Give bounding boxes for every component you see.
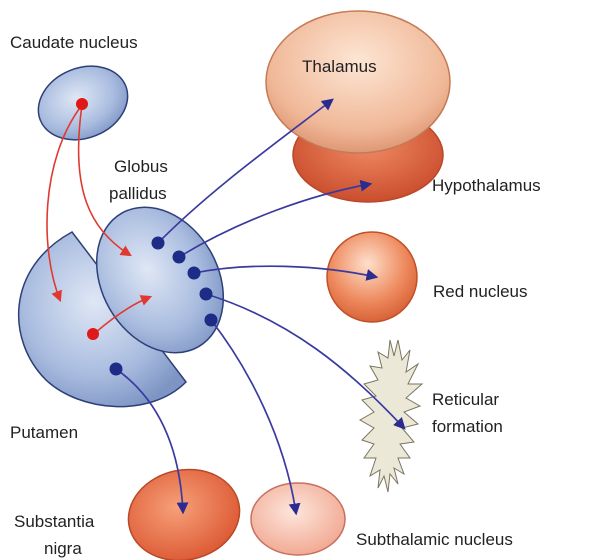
putamen-red-dot — [87, 328, 99, 340]
substantia-nigra-shape — [120, 459, 248, 560]
globus-dot-2 — [173, 251, 186, 264]
hypothalamus-label: Hypothalamus — [432, 176, 541, 195]
caudate-nucleus-label: Caudate nucleus — [10, 33, 138, 52]
substantia-nigra-label-line1: Substantia — [14, 512, 95, 531]
globus-dot-1 — [152, 237, 165, 250]
globus-pallidus-label-line2: pallidus — [109, 184, 167, 203]
substantia-nigra-label-line2: nigra — [44, 539, 82, 558]
thalamus-label: Thalamus — [302, 57, 377, 76]
putamen-label: Putamen — [10, 423, 78, 442]
caudate-red-dot — [76, 98, 88, 110]
reticular-formation-shape — [360, 340, 422, 492]
globus-pallidus-label-line1: Globus — [114, 157, 168, 176]
reticular-formation-label-line1: Reticular — [432, 390, 499, 409]
globus-dot-3 — [188, 267, 201, 280]
subthalamic-nucleus-label: Subthalamic nucleus — [356, 530, 513, 549]
thalamus-shape — [266, 11, 450, 153]
red-nucleus-label: Red nucleus — [433, 282, 528, 301]
globus-dot-5 — [205, 314, 218, 327]
reticular-formation-label-line2: formation — [432, 417, 503, 436]
globus-dot-4 — [200, 288, 213, 301]
subthalamic-nucleus-shape — [251, 483, 345, 555]
putamen-blue-dot — [110, 363, 123, 376]
